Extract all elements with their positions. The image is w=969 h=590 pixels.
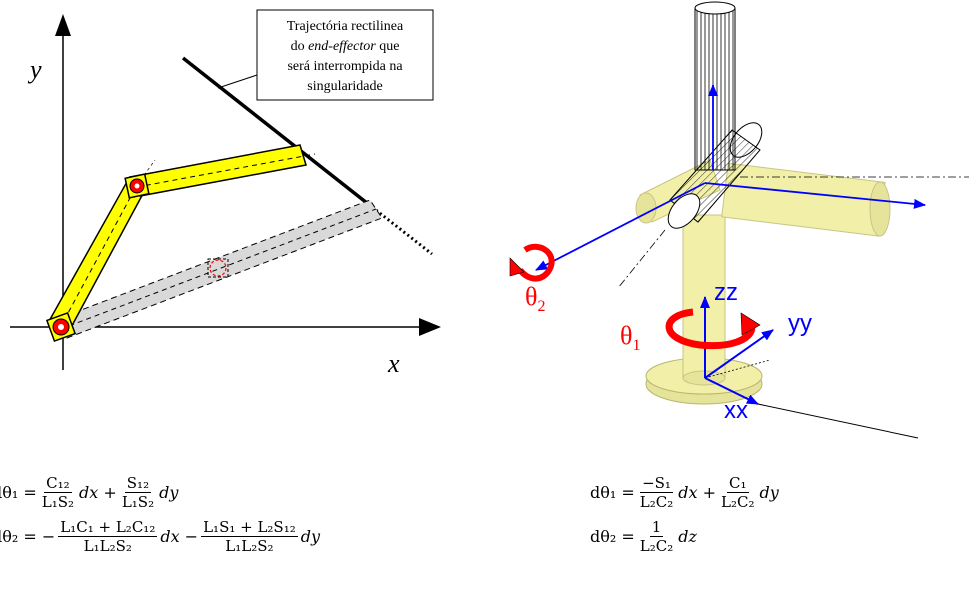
callout-box: [256, 9, 434, 101]
wrist-mechanism-diagram: zz yy xx θ1 θ2: [509, 1, 969, 439]
link-1-extension: [136, 159, 156, 186]
yy-axis-arrow: [704, 329, 774, 379]
left-eq1-tail: dy: [159, 482, 179, 502]
theta2-rotation-arrow: [517, 243, 555, 282]
yy-axis-label: yy: [788, 310, 812, 337]
left-eq1-lhs: dθ₁ =: [0, 482, 37, 502]
x-axis-arrowhead: [419, 318, 441, 336]
link-1-centerline: [59, 184, 138, 329]
wrist-axis-x-arrow: [535, 182, 706, 271]
right-arm-cylinder: [721, 162, 886, 237]
right-arm-cylinder-cap: [869, 181, 891, 237]
link-2: [128, 144, 307, 197]
callout-text-line2: do end-effector que: [291, 39, 400, 54]
right-eq2-lhs: dθ₂ =: [590, 526, 635, 546]
singular-elbow-joint-ghost: [209, 259, 227, 277]
y-axis-label: y: [27, 55, 42, 84]
xx-extension-line: [757, 403, 919, 439]
trajectory-line: [181, 56, 374, 209]
trajectory-dotted-extension: [371, 205, 433, 256]
right-eq1-tail: dy: [759, 482, 779, 502]
singular-elbow-box-ghost: [207, 258, 229, 278]
wrist-cylinder-cap-far: [729, 122, 763, 158]
y-axis-arrowhead: [55, 14, 71, 36]
left-eq1-mid: dx +: [79, 482, 117, 502]
theta1-rotation-arrowhead: [740, 312, 761, 336]
left-eq2-lhs: dθ₂ = −: [0, 526, 56, 546]
callout-text-line4: singularidade: [307, 79, 382, 94]
diagonal-reference-line: [617, 229, 666, 289]
planar-arm-diagram: y x Trajectória rectilinea do end-effect…: [10, 9, 441, 378]
link-2-centerline: [136, 153, 316, 188]
x-axis-label: x: [387, 349, 400, 378]
callout-leader: [217, 74, 258, 89]
tool-cylinder-top: [694, 1, 736, 15]
theta2-label: θ2: [525, 282, 545, 315]
left-eq2-tail: dy: [300, 526, 321, 546]
right-eq2-tail: dz: [678, 526, 697, 546]
theta1-label: θ1: [620, 321, 640, 354]
callout-text-line3: será interrompida na: [287, 59, 403, 74]
singular-arm-ghost: [54, 199, 383, 339]
right-eq1-lhs: dθ₁ =: [590, 482, 635, 502]
theta1-rotation-arrow: [665, 308, 756, 350]
left-arm-cylinder-cap: [635, 192, 657, 224]
wrist-axis-y-arrow: [704, 182, 926, 209]
zz-axis-label: zz: [714, 279, 738, 306]
xx-axis-label: xx: [724, 397, 748, 424]
yy-dotted-extension: [704, 359, 771, 379]
elbow-joint-center: [134, 183, 140, 189]
wrist-cylinder-cap-near: [667, 193, 701, 229]
xx-axis-arrow: [704, 377, 759, 405]
base-joint-center: [58, 324, 64, 330]
right-eq1-mid: dx +: [678, 482, 717, 502]
singular-arm-centerline: [60, 208, 377, 330]
left-eq2-mid: dx −: [160, 526, 199, 546]
callout-text-line1: Trajectória rectilinea: [287, 19, 404, 34]
theta2-rotation-arrowhead: [509, 257, 525, 277]
